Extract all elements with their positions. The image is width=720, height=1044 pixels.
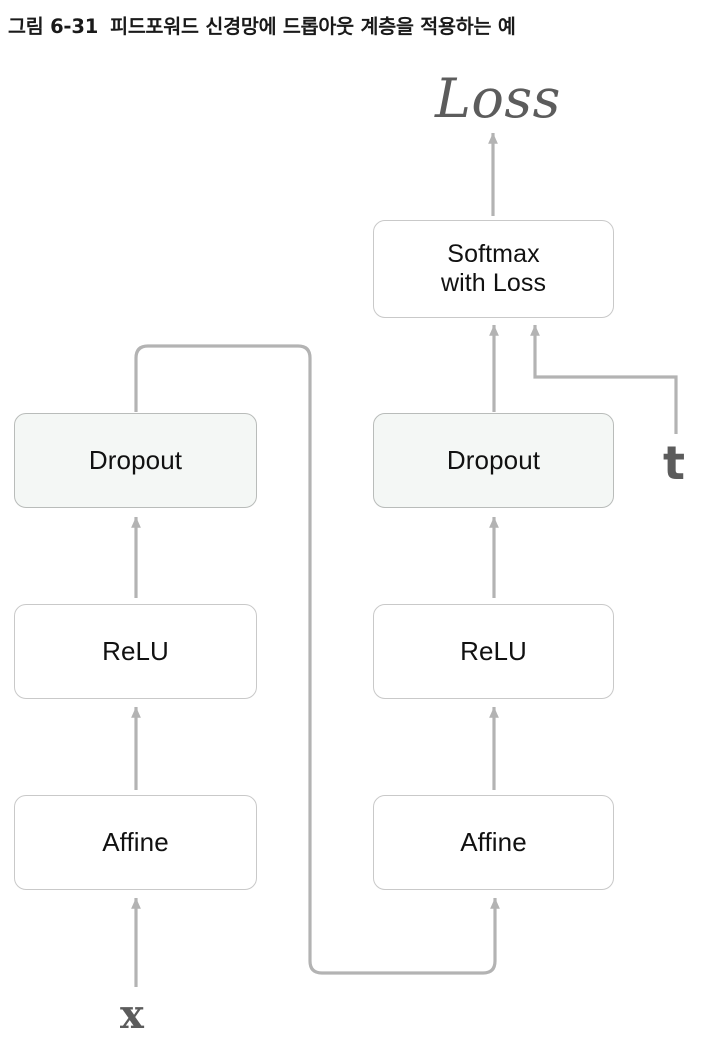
node-relu-right[interactable]: ReLU <box>373 604 614 699</box>
node-label: Affine <box>102 827 169 858</box>
node-softmax-with-loss[interactable]: Softmax with Loss <box>373 220 614 318</box>
loss-label: Loss <box>435 67 561 130</box>
node-label: Softmax with Loss <box>441 240 546 299</box>
input-label-x: x <box>120 991 144 1038</box>
node-dropout-right[interactable]: Dropout <box>373 413 614 508</box>
node-affine-left[interactable]: Affine <box>14 795 257 890</box>
figure-caption: 그림 6-31 피드포워드 신경망에 드롭아웃 계층을 적용하는 예 <box>8 10 712 44</box>
node-label-line2: with Loss <box>440 269 547 297</box>
node-label: ReLU <box>460 636 527 667</box>
target-label-t: t <box>663 436 685 490</box>
node-label-line1: Softmax <box>447 239 540 268</box>
node-affine-right[interactable]: Affine <box>373 795 614 890</box>
node-label: ReLU <box>102 636 169 667</box>
figure-caption-text: 피드포워드 신경망에 드롭아웃 계층을 적용하는 예 <box>110 15 516 38</box>
node-dropout-left[interactable]: Dropout <box>14 413 257 508</box>
figure-number: 그림 6-31 <box>8 15 99 38</box>
node-label: Dropout <box>88 445 183 476</box>
node-label: Dropout <box>446 445 541 476</box>
node-relu-left[interactable]: ReLU <box>14 604 257 699</box>
node-label: Affine <box>460 827 527 858</box>
